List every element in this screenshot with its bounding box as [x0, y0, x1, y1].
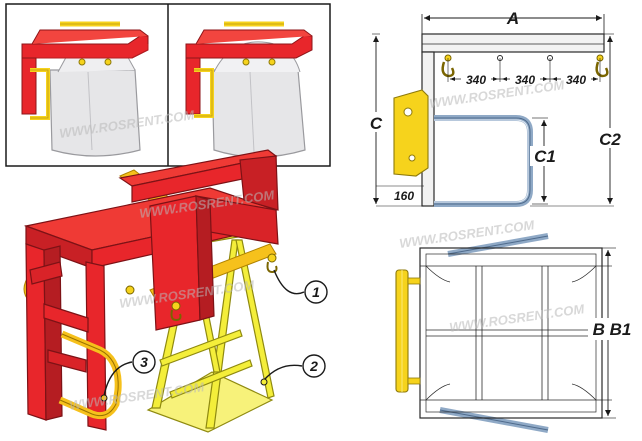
panel-2-frame-with-bag	[185, 21, 313, 158]
spacing-2: 340	[515, 73, 535, 87]
outer-frame	[419, 247, 603, 419]
callout-1-label: 1	[312, 284, 320, 300]
dimension-a: A	[506, 9, 519, 28]
callout-2-label: 2	[309, 358, 318, 374]
blue-pipe-loop	[434, 115, 533, 207]
dimension-c: C	[370, 114, 383, 133]
watermark-6: WWW.ROSRENT.COM	[398, 217, 536, 251]
side-elevation-drawing: A 340 340 340	[362, 9, 628, 207]
hook-icons	[125, 253, 278, 322]
hook-icon	[125, 285, 135, 295]
spacing-3: 340	[566, 73, 586, 87]
callouts: 1 2 3	[100, 269, 328, 402]
spacing-1: 340	[466, 73, 486, 87]
bag-2	[211, 69, 306, 158]
callout-2	[302, 354, 326, 378]
hook-icon	[267, 253, 277, 263]
side-handle-loop	[58, 330, 122, 420]
hook-icon	[595, 61, 609, 78]
top-beam	[421, 33, 605, 53]
yellow-bracket	[393, 89, 429, 177]
dimension-b-b1: B B1	[593, 320, 632, 339]
dimension-c1: C1	[534, 147, 556, 166]
frame-3d-view: 1 2 3	[23, 149, 328, 433]
dimension-160: 160	[394, 189, 414, 203]
panel-1-frame-with-bag	[21, 21, 149, 157]
top-view-drawing: B B1	[395, 233, 638, 433]
usage-panels	[5, 3, 331, 167]
callout-3	[132, 350, 156, 374]
bag-1	[49, 69, 141, 157]
watermark-5: WWW.ROSRENT.COM	[428, 77, 566, 111]
hook-icon	[171, 301, 181, 311]
callout-3-label: 3	[140, 354, 148, 370]
dimension-c2: C2	[599, 130, 621, 149]
callout-1	[304, 280, 328, 304]
red-frame	[23, 149, 279, 431]
